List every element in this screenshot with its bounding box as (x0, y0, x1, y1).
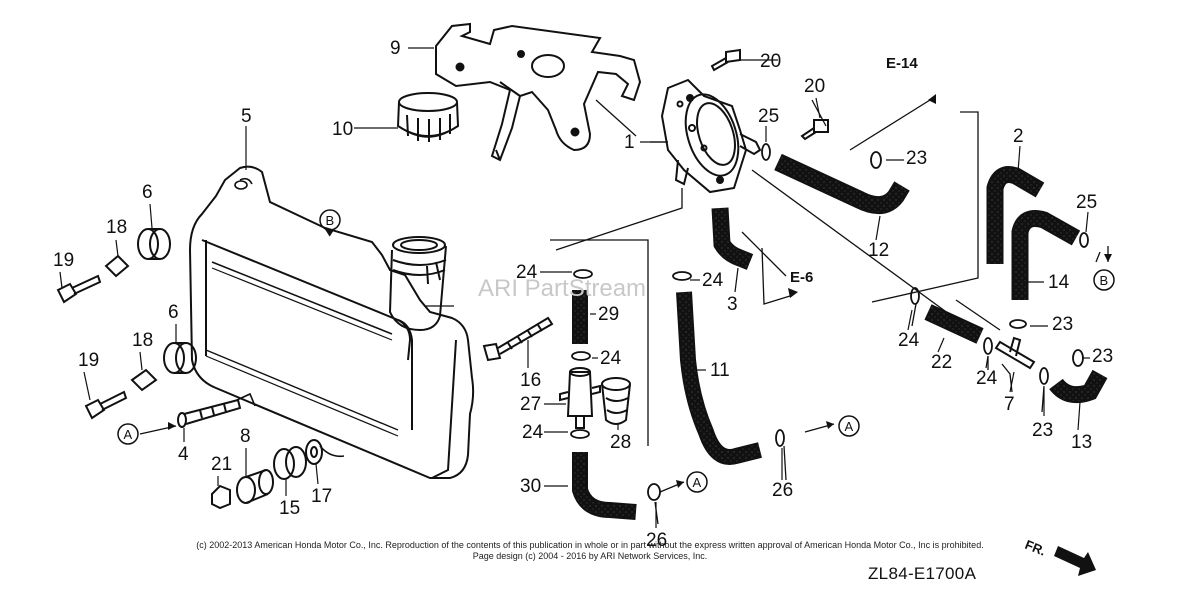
grommet-6-upper[interactable] (137, 228, 171, 260)
copyright-text: (c) 2002-2013 American Honda Motor Co., … (196, 540, 984, 550)
bolt-19-lower[interactable] (84, 390, 128, 420)
tank-bracket[interactable] (435, 22, 642, 162)
svg-text:A: A (845, 419, 854, 434)
label-part-26-a: 26 (772, 480, 793, 501)
label-part-11: 11 (710, 360, 730, 381)
label-part-23-d: 23 (1032, 420, 1053, 441)
label-part-12: 12 (868, 240, 889, 261)
label-part-28: 28 (610, 432, 631, 453)
washer-8[interactable] (236, 469, 274, 504)
label-part-24-f: 24 (976, 368, 998, 389)
fuel-hose-22[interactable] (924, 304, 984, 344)
label-part-24-c: 24 (600, 348, 622, 369)
hose-clips[interactable] (570, 143, 1089, 501)
grommet-15[interactable] (273, 446, 307, 480)
front-direction-arrow: FR. (1023, 537, 1096, 576)
washer-17[interactable] (305, 439, 323, 465)
diagram-code: ZL84-E1700A (868, 564, 977, 583)
circle-ref-b-right: B (1093, 269, 1115, 291)
label-part-24-a: 24 (516, 262, 538, 283)
label-part-23-b: 23 (1052, 314, 1073, 335)
collar-18-upper[interactable] (104, 254, 130, 278)
grommet-6-lower[interactable] (163, 342, 197, 374)
fuel-hose-11[interactable] (676, 291, 762, 465)
fuel-pump[interactable] (660, 78, 762, 194)
fuel-cap[interactable] (396, 92, 460, 142)
label-part-9: 9 (390, 38, 401, 59)
svg-text:B: B (326, 213, 335, 228)
label-leaders (59, 47, 1090, 528)
fuel-tank[interactable] (188, 165, 475, 479)
svg-text:A: A (693, 475, 702, 490)
label-part-20-upper: 20 (760, 51, 781, 72)
label-part-4: 4 (178, 444, 189, 465)
fuel-hose-14[interactable] (1011, 210, 1081, 301)
label-part-17: 17 (311, 486, 332, 507)
label-part-7: 7 (1004, 394, 1015, 415)
label-part-5: 5 (241, 106, 252, 127)
label-part-6-lower: 6 (168, 302, 179, 323)
label-part-10: 10 (332, 119, 353, 140)
label-part-18-upper: 18 (106, 217, 127, 238)
label-part-25-b: 25 (1076, 192, 1097, 213)
label-part-24-d: 24 (522, 422, 544, 443)
circle-ref-a-left: A (117, 423, 139, 445)
label-part-21: 21 (211, 454, 232, 475)
bolt-20-upper[interactable] (710, 48, 741, 72)
label-part-3: 3 (727, 294, 738, 315)
collar-18-lower[interactable] (130, 368, 158, 392)
label-part-27: 27 (520, 394, 541, 415)
svg-text:B: B (1100, 273, 1109, 288)
circle-ref-b-left: B (319, 209, 341, 231)
label-part-25-a: 25 (758, 106, 779, 127)
fuel-hose-30[interactable] (572, 452, 637, 520)
label-part-16: 16 (520, 370, 541, 391)
bolt-4[interactable] (177, 398, 242, 428)
ref-e14-label: E-14 (886, 55, 918, 72)
label-part-15: 15 (279, 498, 300, 519)
label-part-23-a: 23 (906, 148, 927, 169)
circle-ref-a-mid: A (686, 471, 708, 493)
label-part-18-lower: 18 (132, 330, 153, 351)
fuel-hose-12[interactable] (774, 153, 910, 215)
label-part-30: 30 (520, 476, 541, 497)
fuel-strainer[interactable] (601, 377, 631, 425)
label-part-23-c: 23 (1092, 346, 1113, 367)
filler-neck (388, 236, 447, 332)
bolt-19-upper[interactable] (56, 274, 102, 304)
page-design-text: Page design (c) 2004 - 2016 by ARI Netwo… (472, 551, 708, 561)
fuel-hose-13[interactable] (1049, 369, 1108, 404)
label-part-14: 14 (1048, 272, 1070, 293)
label-part-6-upper: 6 (142, 182, 153, 203)
label-part-13: 13 (1071, 432, 1092, 453)
label-part-24-b: 24 (702, 270, 724, 291)
front-direction-label: FR. (1023, 537, 1048, 559)
label-part-2: 2 (1013, 126, 1024, 147)
label-part-26-b: 26 (646, 530, 667, 551)
fuel-hose-3[interactable] (711, 207, 754, 270)
stud-bolt[interactable] (482, 316, 554, 362)
ref-e6-label: E-6 (790, 269, 813, 286)
label-part-22: 22 (931, 352, 952, 373)
label-part-29: 29 (598, 304, 619, 325)
fuel-cock[interactable] (559, 367, 601, 429)
label-part-20-lower: 20 (804, 76, 825, 97)
fuel-hose-2[interactable] (986, 166, 1045, 265)
t-joint[interactable] (994, 336, 1036, 370)
guide-lines (139, 59, 1109, 525)
label-part-8: 8 (240, 426, 251, 447)
label-part-1: 1 (624, 132, 635, 153)
part-number-labels: 1 2 3 4 5 6 6 7 8 9 10 11 12 13 14 15 16… (53, 38, 1113, 551)
label-part-24-e: 24 (898, 330, 920, 351)
svg-text:A: A (124, 427, 133, 442)
circle-ref-a-right: A (838, 415, 860, 437)
label-part-19-lower: 19 (78, 350, 99, 371)
label-part-19-upper: 19 (53, 250, 74, 271)
nut-21[interactable] (211, 484, 231, 510)
watermark: ARI PartStream (478, 275, 647, 302)
